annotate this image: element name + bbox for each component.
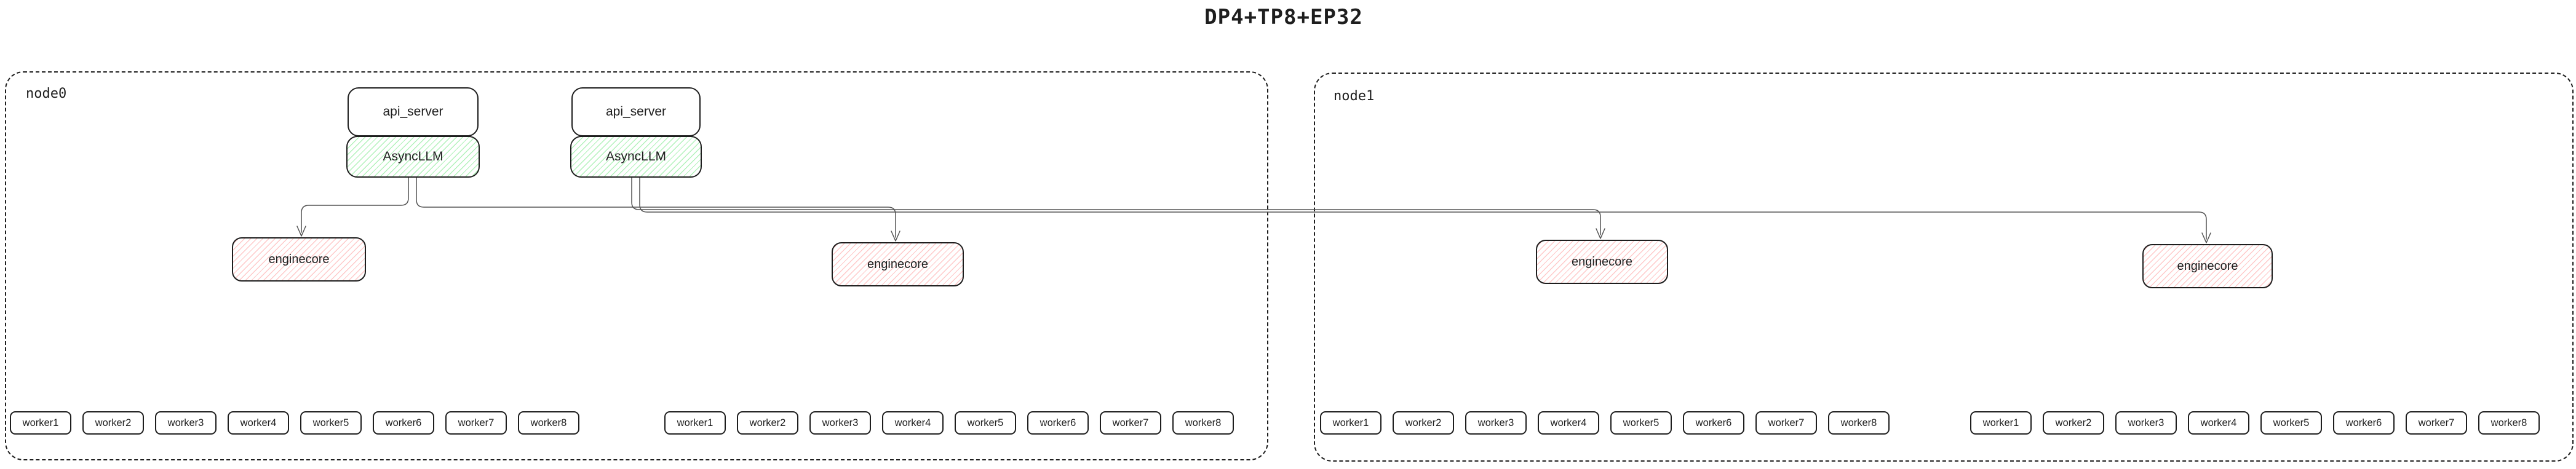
node0-label: node0 <box>26 86 67 101</box>
worker-box: worker1 <box>10 411 71 435</box>
worker-box: worker8 <box>2478 411 2540 435</box>
worker-box: worker5 <box>1610 411 1672 435</box>
enginecore-box-node0-2: enginecore <box>832 242 964 286</box>
worker-box: worker4 <box>228 411 289 435</box>
worker-box: worker2 <box>2043 411 2104 435</box>
worker-box: worker3 <box>2115 411 2177 435</box>
worker-box: worker4 <box>882 411 944 435</box>
worker-group-node1-b: worker1 worker2 worker3 worker4 worker5 worke… <box>1970 411 2540 435</box>
worker-box: worker2 <box>1393 411 1454 435</box>
node0-container: node0 <box>5 71 1268 460</box>
worker-box: worker7 <box>1100 411 1161 435</box>
node1-label: node1 <box>1334 89 1375 104</box>
worker-box: worker2 <box>82 411 144 435</box>
asyncllm-box-2: AsyncLLM <box>570 136 702 178</box>
worker-group-node1-a: worker1 worker2 worker3 worker4 worker5 worke… <box>1320 411 1890 435</box>
worker-box: worker7 <box>1755 411 1817 435</box>
worker-box: worker5 <box>300 411 362 435</box>
worker-box: worker2 <box>737 411 798 435</box>
worker-box: worker1 <box>1970 411 2032 435</box>
worker-box: worker1 <box>664 411 726 435</box>
worker-box: worker4 <box>1538 411 1599 435</box>
worker-group-node0-b: worker1 worker2 worker3 worker4 worker5 worke… <box>664 411 1234 435</box>
worker-box: worker6 <box>2333 411 2395 435</box>
api-server-box-2: api_server <box>571 87 701 136</box>
node1-container: node1 <box>1314 73 2574 462</box>
worker-box: worker8 <box>518 411 579 435</box>
worker-box: worker8 <box>1172 411 1234 435</box>
enginecore-box-node1-2: enginecore <box>2142 244 2273 288</box>
worker-box: worker6 <box>1683 411 1744 435</box>
worker-box: worker7 <box>2406 411 2467 435</box>
worker-group-node0-a: worker1 worker2 worker3 worker4 worker5 worke… <box>10 411 579 435</box>
worker-box: worker5 <box>955 411 1016 435</box>
worker-box: worker3 <box>155 411 217 435</box>
enginecore-box-node1-1: enginecore <box>1536 240 1668 284</box>
asyncllm-box-1: AsyncLLM <box>346 136 480 178</box>
worker-box: worker6 <box>1027 411 1089 435</box>
worker-box: worker5 <box>2260 411 2322 435</box>
worker-box: worker1 <box>1320 411 1381 435</box>
api-server-box-1: api_server <box>348 87 479 136</box>
worker-box: worker3 <box>809 411 871 435</box>
worker-box: worker8 <box>1828 411 1890 435</box>
worker-box: worker4 <box>2188 411 2249 435</box>
enginecore-box-node0-1: enginecore <box>232 237 366 282</box>
worker-box: worker7 <box>445 411 507 435</box>
diagram-title: DP4+TP8+EP32 <box>1204 5 1363 30</box>
worker-box: worker3 <box>1465 411 1527 435</box>
worker-box: worker6 <box>373 411 434 435</box>
